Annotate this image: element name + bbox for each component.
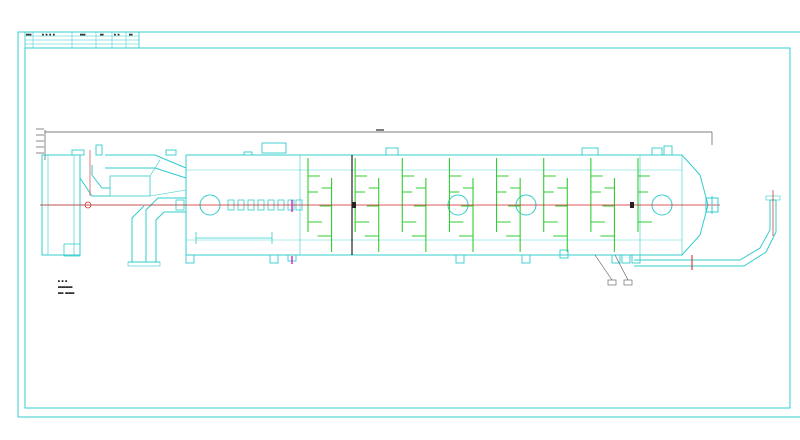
tray <box>496 158 511 232</box>
title-block-cell: ■ ■ <box>114 33 120 37</box>
overall-dimension <box>36 128 713 160</box>
bottom-nozzles <box>185 249 641 264</box>
tray <box>553 178 568 252</box>
tray-marks <box>352 202 634 208</box>
tray <box>401 158 417 232</box>
tray <box>590 158 605 232</box>
tray <box>637 158 652 232</box>
tray <box>600 178 615 252</box>
tray <box>448 158 464 232</box>
title-block-cell: ■■ <box>100 33 104 37</box>
tray <box>506 178 521 252</box>
tray <box>354 158 370 232</box>
heater-elements <box>175 199 303 244</box>
note-line: ■■■ ■■■■■ <box>58 291 74 295</box>
inlet-flange-mark <box>84 201 92 209</box>
tray <box>543 158 558 232</box>
title-block-cell: ■■■ <box>80 33 86 37</box>
title-block: ■■■ ■ ■ ■ ■ ■■■ ■■ ■ ■ ■■ <box>24 31 140 49</box>
tray <box>317 178 333 252</box>
tray <box>307 158 322 232</box>
title-block-cell: ■■ <box>129 33 133 37</box>
tray <box>364 178 380 252</box>
tray-internals <box>307 158 652 252</box>
notes: ■ ■ ■ ■■■■■■■■ ■■■ ■■■■■ <box>58 279 74 295</box>
tray <box>459 178 474 252</box>
outer-border <box>17 31 800 418</box>
title-block-cell: ■■■ <box>26 33 32 37</box>
top-nozzles <box>71 142 673 156</box>
callout-leaders <box>594 254 633 286</box>
inlet-pipe-upper <box>79 154 187 197</box>
title-block-cell: ■ ■ ■ ■ <box>42 33 55 37</box>
note-line: ■■■■■■■■ <box>58 285 73 289</box>
tray <box>411 178 427 252</box>
inner-border <box>24 47 791 409</box>
note-line: ■ ■ ■ <box>58 279 67 283</box>
outlet-end <box>705 196 719 214</box>
inlet-section <box>41 154 186 257</box>
inlet-pipe-lower <box>127 197 186 267</box>
